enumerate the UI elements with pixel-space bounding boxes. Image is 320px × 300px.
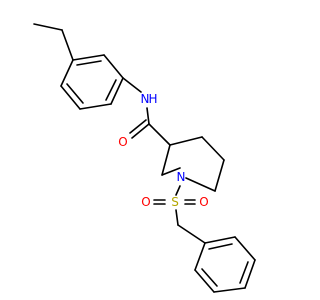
bond-carbonyl-o-2 <box>129 119 147 134</box>
bond-nh-to-carbonyl <box>146 107 150 125</box>
bond-ar2-3 <box>244 259 256 289</box>
bond-ar1-double-a <box>76 60 102 66</box>
bond-ar1-double-c <box>66 83 84 104</box>
bond-ar2-1 <box>204 236 236 244</box>
bond-ar1-3 <box>110 77 124 105</box>
bond-ar2-double-a <box>208 243 233 250</box>
bond-ar1-2 <box>103 54 124 79</box>
bond-carbonyl-to-piperidine <box>148 123 171 146</box>
bond-carbonyl-o-1 <box>131 123 150 139</box>
atom-amide-h: H <box>148 92 157 106</box>
piperidine-ring <box>161 136 225 192</box>
ethylphenyl-ring <box>60 54 124 110</box>
bond-s-to-ch2 <box>175 209 179 226</box>
bond-pip-1 <box>169 136 203 146</box>
carbonyl-double-bond <box>129 119 150 139</box>
bond-pip-3 <box>214 159 225 192</box>
bond-ethyl-ch3-ch2 <box>33 23 63 31</box>
benzyl-phenyl-ring <box>194 236 256 293</box>
bond-ringn-to-s <box>175 185 181 196</box>
bond-ar2-5 <box>194 269 215 293</box>
ethyl-group <box>33 23 74 61</box>
molecule-structure-diagram: N H O N S O O <box>33 23 256 293</box>
bond-ar2-6 <box>194 242 206 271</box>
atom-carbonyl-o: O <box>118 135 127 149</box>
atom-labels: N H O N S O O <box>118 92 208 209</box>
bond-ar2-4 <box>213 287 246 293</box>
bond-ethyl-ch2-ring <box>61 29 74 61</box>
bond-pip-4 <box>185 177 216 192</box>
bond-ar2-2 <box>234 236 256 261</box>
bond-pip-6 <box>161 144 171 176</box>
sulfonyl-oxygens <box>153 199 196 205</box>
bond-ar2-double-b <box>239 261 249 284</box>
bond-ar2-double-c <box>201 268 218 287</box>
bond-ar1-double-b <box>105 79 117 101</box>
atom-sulfur: S <box>171 195 179 209</box>
atom-amide-n: N <box>141 92 150 106</box>
bond-ring-to-nh <box>122 77 142 93</box>
atom-sulfonyl-o-right: O <box>199 195 208 209</box>
atom-ring-n: N <box>177 170 186 184</box>
bond-ar1-4 <box>79 103 112 110</box>
bond-pip-2 <box>201 136 225 161</box>
atom-sulfonyl-o-left: O <box>141 195 150 209</box>
bond-ar1-5 <box>60 85 81 110</box>
bond-pip-5 <box>161 167 181 176</box>
bond-ar1-6 <box>60 59 74 87</box>
bond-ar1-1 <box>72 54 105 61</box>
bond-ch2-to-benzyl <box>177 224 206 244</box>
